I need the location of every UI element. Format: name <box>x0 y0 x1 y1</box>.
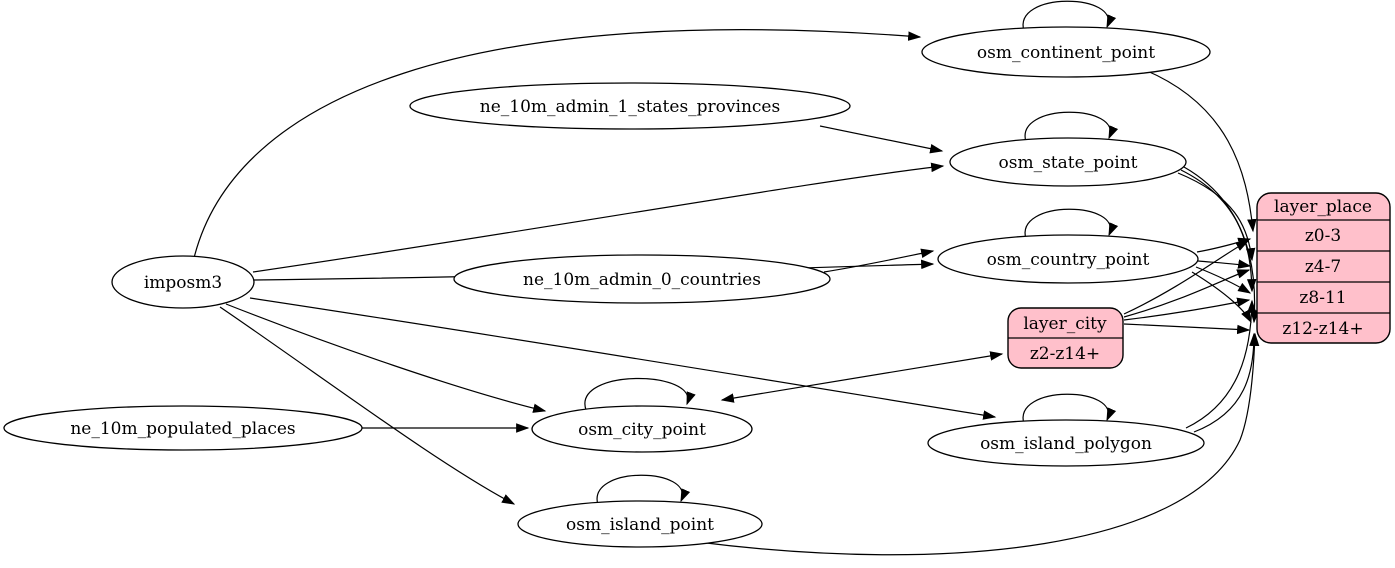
edge-osm_state_point-layer_place-z12-z14 <box>1183 166 1260 324</box>
node-osm_country_point-label: osm_country_point <box>987 250 1150 270</box>
node-osm_city_point-shape <box>531 405 753 453</box>
node-osm_city_point: osm_city_point <box>531 405 753 453</box>
node-osm_city_point-label: osm_city_point <box>578 420 706 440</box>
node-osm_state_point-shape <box>949 137 1187 187</box>
edge-layer_city-layer_place-z8-11 <box>1123 297 1251 321</box>
node-osm_state_point: osm_state_point <box>949 137 1187 187</box>
node-layer_city: layer_city z2-z14+ <box>1007 307 1124 369</box>
edge-osm_island_polygon-layer_place-z12-z14 <box>1193 332 1259 433</box>
node-osm_continent_point-shape <box>921 26 1211 78</box>
node-osm_island_polygon-label: osm_island_polygon <box>980 434 1152 454</box>
node-osm_state_point-label: osm_state_point <box>999 153 1138 173</box>
node-osm_island_point-shape <box>517 500 763 548</box>
node-imposm3-label: imposm3 <box>144 273 222 293</box>
edge-imposm3-osm_continent_point <box>193 29 922 259</box>
edge-osm_country_point-layer_place-z12-z14 <box>1191 271 1252 324</box>
node-layer_place: layer_place z0-3 z4-7 z8-11 z12-z14+ <box>1256 192 1391 344</box>
edges-layer <box>193 0 1260 556</box>
layer_place-row-z12-z14: z12-z14+ <box>1282 319 1363 339</box>
edge-osm_state_point-layer_place-z4-7 <box>1177 172 1256 262</box>
node-osm_continent_point-label: osm_continent_point <box>977 43 1155 63</box>
edge-osm_island_polygon-layer_place-z8-11 <box>1185 299 1257 429</box>
node-osm_country_point: osm_country_point <box>937 234 1199 284</box>
node-ne_10m_admin_1_states_provinces-label: ne_10m_admin_1_states_provinces <box>480 97 780 117</box>
node-ne_10m_populated_places-shape <box>3 405 363 451</box>
layer_place-row-z4-7: z4-7 <box>1305 257 1341 277</box>
node-ne_10m_admin_0_countries-shape <box>453 254 831 304</box>
node-ne_10m_admin_1_states_provinces: ne_10m_admin_1_states_provinces <box>409 82 851 130</box>
node-osm_island_polygon-shape <box>927 419 1205 467</box>
self-loop-osm_island_point <box>596 474 691 506</box>
node-osm_island_polygon: osm_island_polygon <box>927 419 1205 467</box>
node-ne_10m_admin_0_countries: ne_10m_admin_0_countries <box>453 254 831 304</box>
node-layer_place-shape <box>1256 192 1391 344</box>
edge-layer_city-layer_place-z4-7 <box>1123 269 1251 318</box>
edge-imposm3-osm_island_polygon <box>249 297 997 420</box>
node-osm_continent_point: osm_continent_point <box>921 26 1211 78</box>
edge-imposm3-osm_island_point <box>219 306 516 505</box>
edge-osm_country_point-layer_place-z0-3 <box>1196 237 1252 253</box>
self-loop-osm_continent_point <box>1022 0 1117 32</box>
edge-imposm3-osm_city_point <box>225 303 547 413</box>
edge-imposm3-osm_state_point <box>252 162 945 273</box>
edge-osm_city_point-layer_city <box>720 351 1004 403</box>
edge-osm_island_point-layer_place-z12-z14 <box>697 332 1260 556</box>
self-loop-osm_state_point <box>1024 111 1119 143</box>
layer_place-row-z0-3: z0-3 <box>1305 226 1341 246</box>
node-layer_place-title: layer_place <box>1274 197 1372 217</box>
self-loop-osm_island_polygon <box>1022 393 1117 425</box>
edge-layer_city-layer_place-z12-z14 <box>1123 323 1251 335</box>
layer_city-row-z2-z14: z2-z14+ <box>1030 344 1100 364</box>
node-imposm3-shape <box>111 255 255 309</box>
edge-ne_10m_admin_1_states_provinces-osm_state_point <box>819 125 944 154</box>
node-osm_island_point: osm_island_point <box>517 500 763 548</box>
node-ne_10m_admin_1_states_provinces-shape <box>409 82 851 130</box>
node-imposm3: imposm3 <box>111 255 255 309</box>
node-osm_island_point-label: osm_island_point <box>566 515 714 535</box>
node-ne_10m_populated_places-label: ne_10m_populated_places <box>70 419 295 439</box>
node-ne_10m_admin_0_countries-label: ne_10m_admin_0_countries <box>523 270 761 290</box>
node-layer_city-title: layer_city <box>1023 314 1107 334</box>
self-loop-osm_country_point <box>1024 208 1119 240</box>
edge-ne_10m_admin_0_countries-osm_country_point <box>823 248 935 273</box>
layer_place-row-z8-11: z8-11 <box>1299 288 1346 308</box>
edge-layer_city-layer_place-z0-3 <box>1123 240 1250 315</box>
edge-osm_continent_point-layer_place-z0-3 <box>1144 69 1257 233</box>
self-loop-osm_city_point <box>584 377 696 411</box>
node-osm_country_point-shape <box>937 234 1199 284</box>
node-ne_10m_populated_places: ne_10m_populated_places <box>3 405 363 451</box>
edge-osm_country_point-layer_place-z4-7 <box>1197 259 1252 269</box>
